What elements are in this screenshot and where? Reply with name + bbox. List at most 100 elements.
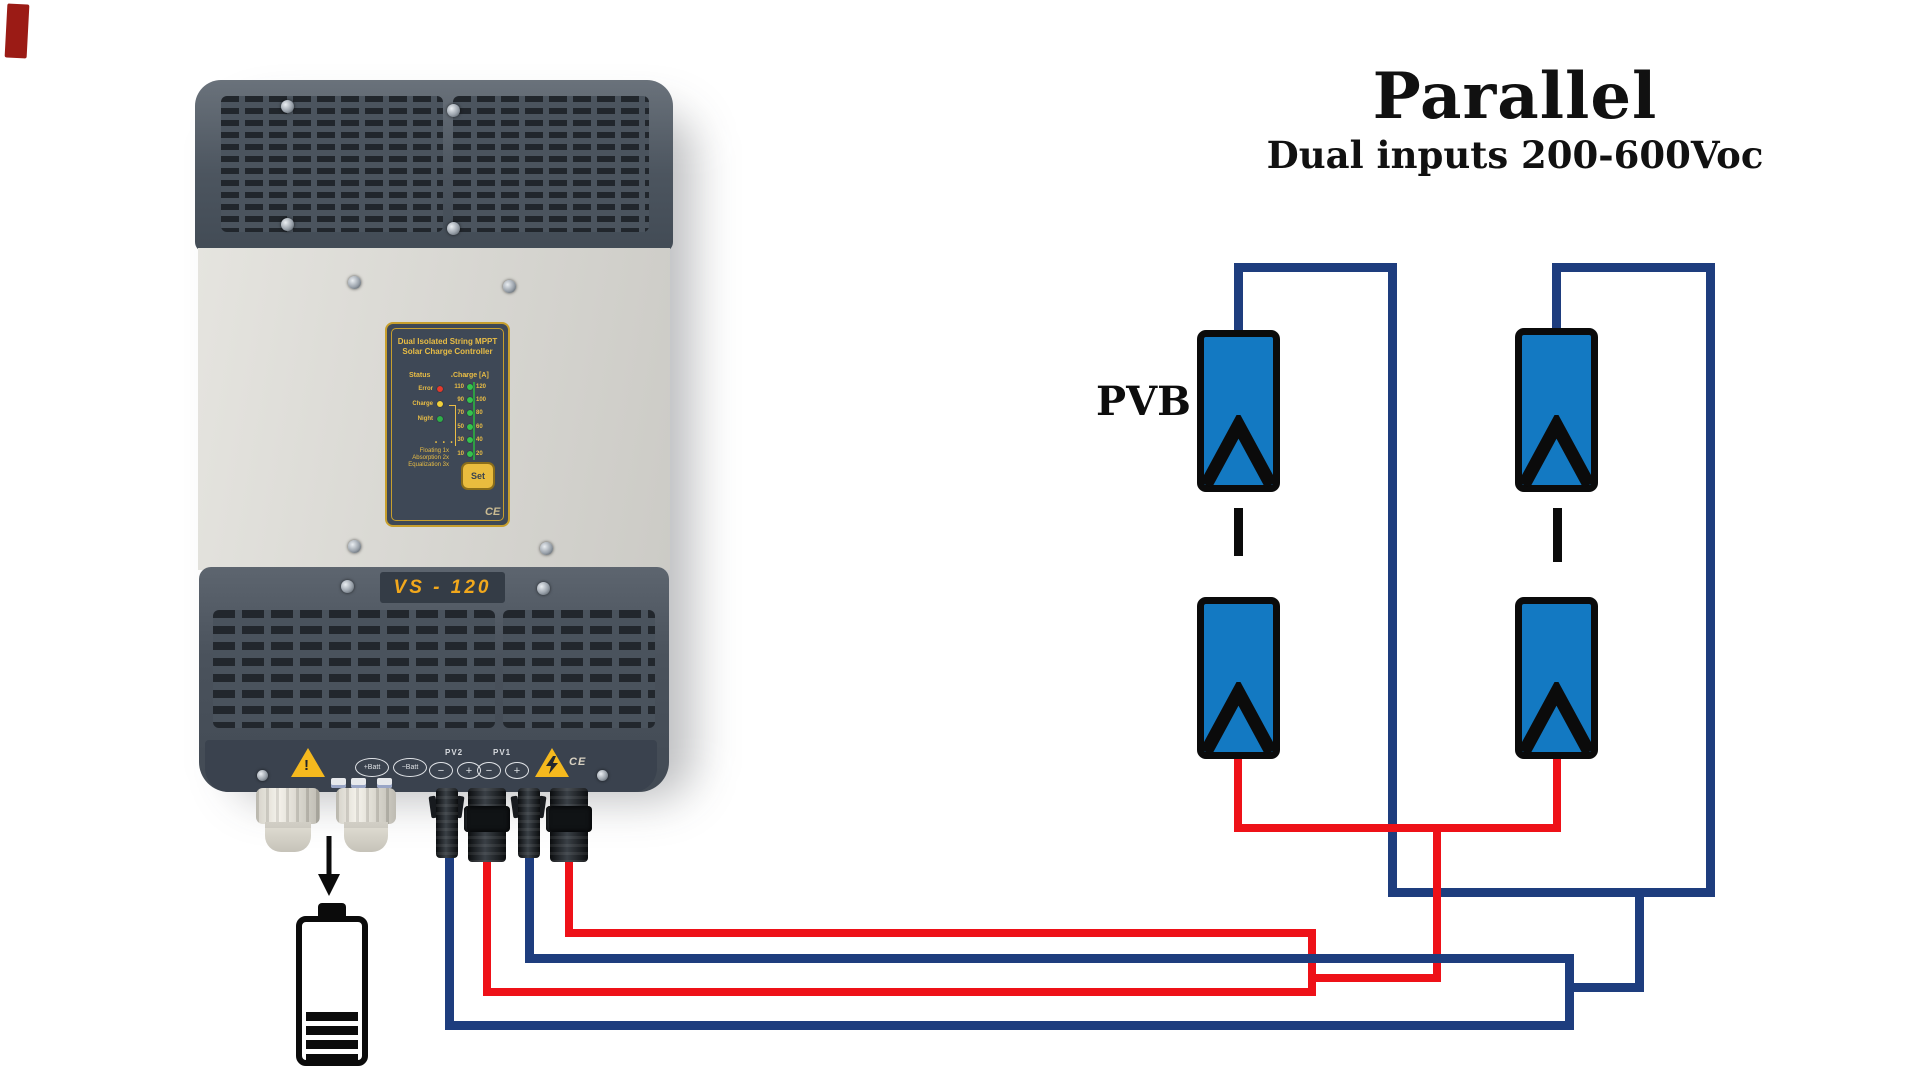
down-arrow-icon [318,836,340,896]
pv-panel-string2-top [1515,328,1598,492]
title-block: Parallel Dual inputs 200-600Voc [1180,62,1850,178]
wire-pv1-neg-run [525,954,1574,963]
charge-value: 100 [476,397,487,404]
ce-mark: CE [485,506,501,518]
charge-value: 40 [476,437,483,444]
mc4-flange [464,806,510,832]
status-label: Charge [412,401,433,407]
wire-pos-jumper-h [1308,974,1441,982]
device-label-panel: Dual Isolated String MPPT Solar Charge C… [385,322,510,527]
pv2-minus-terminal: − [429,762,453,779]
mc4-connector-pv2-neg [436,788,458,858]
screw [348,276,361,289]
pv1-plus-terminal: + [505,762,529,779]
top-vent-grid-right [453,96,649,232]
pv1-input-label: PV1 [493,748,512,757]
charge-ticks: • • • [451,374,470,380]
night-led [437,416,443,422]
charge-level-led [467,450,473,457]
charge-value: 30 [457,437,464,444]
wire-pos-bus-drop [1433,824,1441,982]
corner-red-mark [4,3,30,59]
pv-panel-chevron [1204,682,1273,754]
lightning-bolt-glyph [546,756,558,774]
wire-pos-bus [1234,824,1561,832]
battery-level-bar [306,1054,358,1063]
minus-glyph: − [437,764,445,777]
wire-string2-pos-stub [1553,759,1561,832]
label-panel-frame [391,328,504,521]
pv2-input-label: PV2 [445,748,464,757]
charge-row: 50 60 [447,420,503,433]
screw [503,280,516,293]
gland-tip [265,822,311,852]
plus-glyph: + [513,764,521,777]
screw [281,218,294,231]
charge-level-led [467,410,473,417]
charge-row: 30 40 [447,434,503,447]
batt-minus-text: −Batt [401,764,419,771]
charge-value: 50 [457,423,464,430]
wire-pv2-neg-lead [445,826,454,1030]
comm-port-icon [377,778,392,788]
wire-string2-neg-stub [1552,263,1561,329]
charge-value: 90 [457,397,464,404]
charge-amps-header: Charge [A] [453,372,489,379]
plus-glyph: + [465,764,473,777]
screw [540,542,553,555]
wire-string1-neg-down [1388,263,1397,897]
wire-pv1-pos-lead [565,826,573,937]
batt-plus-text: +Batt [363,764,381,771]
model-strip: VS - 120 [380,572,505,603]
charge-value: 60 [476,423,483,430]
status-label: Night [417,416,433,422]
model-number: VS - 120 [393,576,492,598]
mode-ticks: • • • [435,440,455,446]
charge-value: 120 [476,383,487,390]
bottom-vent-grid-left [213,610,495,728]
charge-row: 10 20 [447,447,503,460]
high-voltage-triangle-icon [535,748,569,777]
wire-string2-neg-top [1552,263,1715,272]
battery-plus-terminal-label: +Batt [355,758,389,777]
charge-value: 20 [476,450,483,457]
screw [447,222,460,235]
mode-equalization: Equalization 3x [408,462,449,468]
set-button: Set [461,462,495,490]
pv-panel-string2-bottom [1515,597,1598,759]
wire-pv1-pos-run [565,929,1316,937]
charge-value: 10 [457,450,464,457]
charge-level-led [467,397,473,404]
status-row-night: Night [393,416,443,422]
wire-string2-neg-down [1706,263,1715,897]
wire-neg-bus-drop [1635,888,1644,992]
comm-port-icon [331,778,346,788]
battery-level-bar [306,1012,358,1021]
status-header: Status [409,372,431,379]
wire-string1-pos-stub [1234,759,1242,832]
mode-absorption: Absorption 2x [412,455,449,461]
charge-level-led [467,423,473,430]
strip-ce-mark: CE [569,756,587,768]
screw [447,104,460,117]
pv-panel-chevron [1204,415,1273,487]
pv-panel-string1-bottom [1197,597,1280,759]
pv-panel-chevron [1522,415,1591,487]
screw [281,100,294,113]
pvb-label: PVB [1096,378,1191,425]
screw [597,770,608,781]
label-title-line2: Solar Charge Controller [402,347,493,356]
wire-string1-neg-top [1234,263,1397,272]
exclamation-glyph: ! [304,757,309,774]
bottom-vent-grid-right [503,610,655,728]
wire-pv2-pos-run [483,988,1316,996]
charge-value: 70 [457,410,464,417]
mc4-flange [546,806,592,832]
mc4-connector-pv1-neg [518,788,540,858]
page-subtitle: Dual inputs 200-600Voc [1266,133,1764,177]
charge-value: 110 [454,383,464,390]
label-title-line1: Dual Isolated String MPPT [397,337,498,346]
